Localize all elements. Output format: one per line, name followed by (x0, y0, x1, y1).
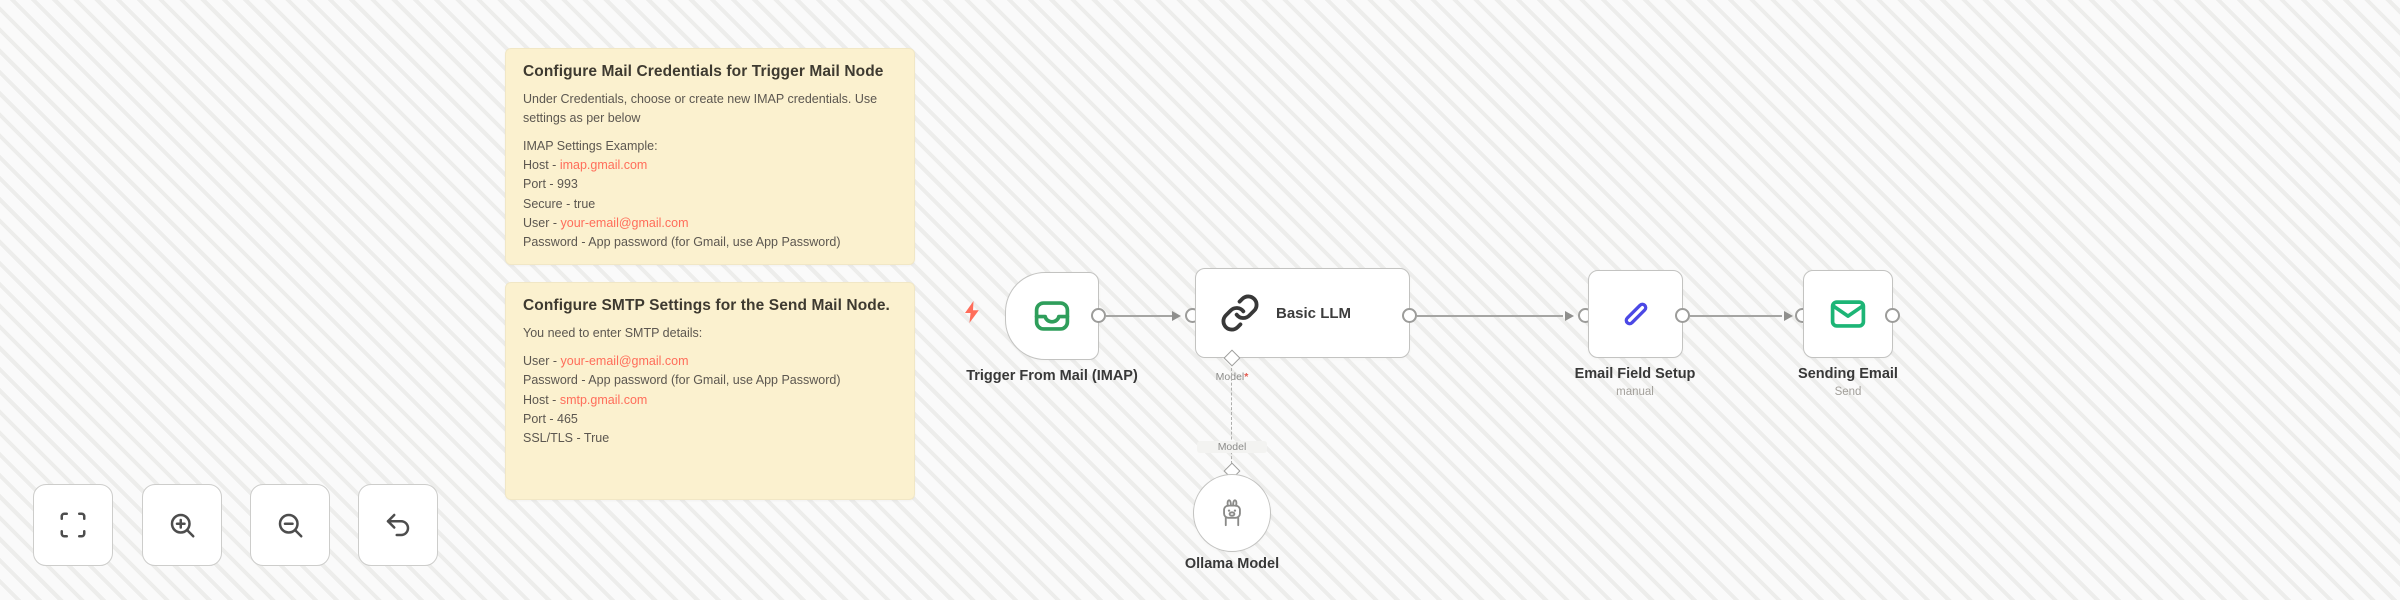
node-label-send: Sending Email (1798, 366, 1898, 382)
imap-user-link[interactable]: your-email@gmail.com (560, 216, 689, 230)
imap-password-line: Password - App password (for Gmail, use … (523, 235, 841, 250)
node-email-field-setup[interactable] (1588, 270, 1683, 358)
node-sublabel-setfields: manual (1616, 386, 1654, 398)
imap-host-label: Host - (523, 157, 560, 172)
smtp-password-line: Password - App password (for Gmail, use … (523, 373, 841, 388)
sticky-note-intro: You need to enter SMTP details: (523, 326, 703, 340)
required-asterisk: * (1244, 371, 1249, 383)
model-port-text: Model (1215, 371, 1245, 383)
sticky-note-title: Configure Mail Credentials for Trigger M… (523, 63, 884, 80)
node-title-basic-llm: Basic LLM (1276, 304, 1352, 322)
zoom-out-button[interactable] (250, 484, 330, 566)
llm-model-port-label: Model* (1172, 371, 1292, 383)
smtp-user-line: User - your-email@gmail.com (523, 352, 897, 371)
smtp-host-label: Host - (523, 392, 560, 407)
pencil-icon (1616, 294, 1656, 334)
edge-arrowhead (1565, 311, 1574, 321)
edge-trigger-to-llm[interactable] (1106, 315, 1176, 317)
node-sublabel-send: Send (1834, 386, 1862, 398)
smtp-user-link[interactable]: your-email@gmail.com (560, 353, 689, 368)
envelope-icon (1827, 293, 1869, 335)
llm-output-port[interactable] (1402, 308, 1417, 323)
fit-view-icon (58, 510, 88, 540)
smtp-host-link[interactable]: smtp.gmail.com (559, 392, 648, 407)
setfields-output-port[interactable] (1675, 308, 1690, 323)
imap-user-line: User - your-email@gmail.com (523, 214, 897, 233)
smtp-host-line: Host - smtp.gmail.com (523, 391, 897, 410)
trigger-output-port[interactable] (1091, 308, 1106, 323)
llama-icon (1215, 496, 1249, 530)
sticky-note-title: Configure SMTP Settings for the Send Mai… (523, 297, 890, 314)
smtp-user-label: User - (523, 353, 561, 368)
zoom-in-button[interactable] (142, 484, 222, 566)
undo-icon (383, 510, 413, 540)
undo-button[interactable] (358, 484, 438, 566)
trigger-bolt-icon (962, 301, 982, 323)
zoom-in-icon (167, 510, 197, 540)
zoom-out-icon (275, 510, 305, 540)
sticky-note-smtp-settings[interactable]: Configure SMTP Settings for the Send Mai… (505, 282, 915, 500)
node-label-setfields: Email Field Setup (1574, 366, 1696, 382)
imap-example-heading: IMAP Settings Example: (523, 138, 658, 153)
smtp-ssl-line: SSL/TLS - True (523, 431, 610, 446)
model-edge-label: Model (1197, 441, 1267, 453)
node-sending-email[interactable] (1803, 270, 1893, 358)
imap-host-line: Host - imap.gmail.com (523, 156, 897, 175)
imap-secure-line: Secure - true (523, 196, 596, 211)
node-basic-llm[interactable]: Basic LLM (1195, 268, 1410, 358)
edge-setfields-to-send[interactable] (1690, 315, 1782, 317)
sticky-note-imap-credentials[interactable]: Configure Mail Credentials for Trigger M… (505, 48, 915, 265)
node-trigger-from-mail[interactable] (1005, 272, 1099, 360)
chain-link-icon (1220, 293, 1260, 333)
imap-host-link[interactable]: imap.gmail.com (559, 157, 648, 172)
send-output-port[interactable] (1885, 308, 1900, 323)
inbox-icon (1031, 295, 1073, 337)
sticky-note-intro: Under Credentials, choose or create new … (523, 92, 878, 125)
node-ollama-model[interactable] (1193, 474, 1271, 552)
smtp-port-line: Port - 465 (523, 411, 578, 426)
edge-llm-to-setfields[interactable] (1417, 315, 1563, 317)
edge-arrowhead (1172, 311, 1181, 321)
imap-port-line: Port - 993 (523, 177, 578, 192)
edge-arrowhead (1784, 311, 1793, 321)
node-label-ollama: Ollama Model (1184, 556, 1280, 572)
imap-user-label: User - (523, 216, 561, 230)
edge-llm-to-ollama[interactable] (1231, 368, 1232, 464)
fit-view-button[interactable] (33, 484, 113, 566)
node-label-trigger: Trigger From Mail (IMAP) (966, 368, 1138, 384)
